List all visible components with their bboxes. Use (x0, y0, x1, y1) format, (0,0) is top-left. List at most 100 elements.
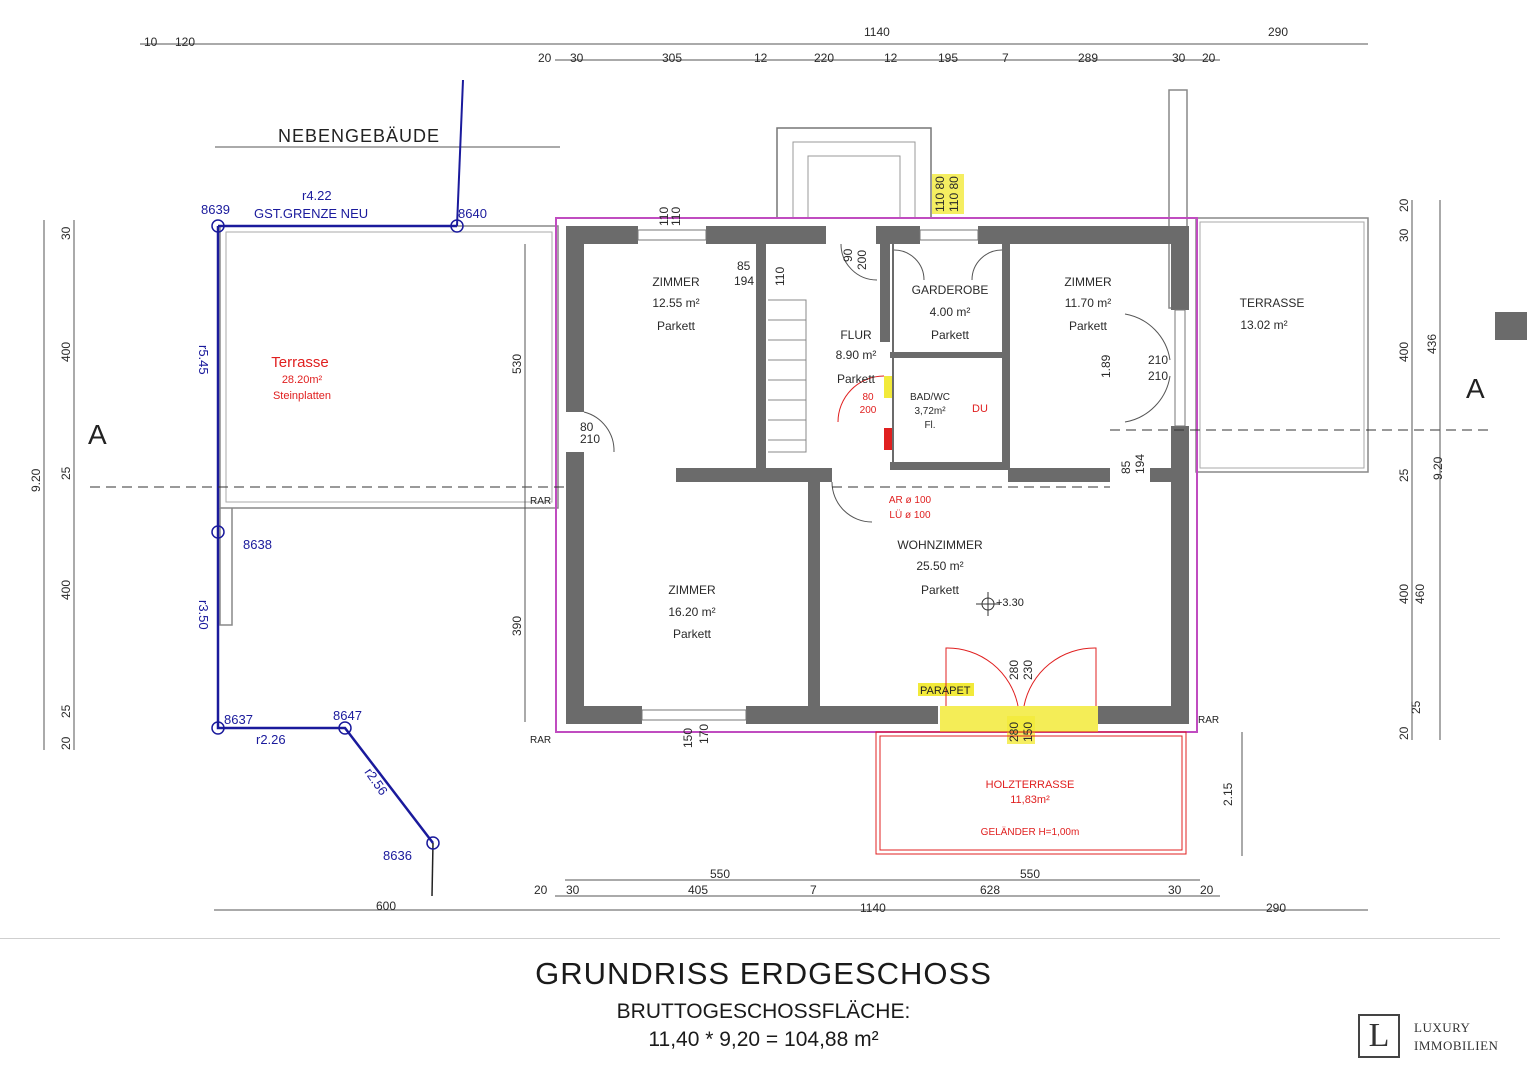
segment-r545: r5.45 (196, 345, 211, 375)
room-zimmer2-area: 11.70 m² (1065, 296, 1111, 310)
dim-150b: 150 (1021, 722, 1035, 742)
segment-r256: r2.56 (362, 765, 391, 798)
dim-bottom-600: 600 (376, 899, 396, 913)
dim-left-20: 20 (59, 736, 73, 750)
dim-top-12a: 12 (754, 51, 768, 65)
room-bad-area: 3,72m² (914, 406, 946, 417)
dim-110b: 110 (669, 207, 683, 226)
annotation-level: +3.30 (996, 597, 1024, 609)
point-8638: 8638 (243, 537, 272, 552)
dim-left-400a: 400 (59, 342, 73, 362)
room-bad-floor: Fl. (924, 420, 935, 431)
dim-top-30a: 30 (570, 51, 584, 65)
logo-mark: L (1358, 1014, 1400, 1058)
room-garderobe-area: 4.00 m² (930, 305, 971, 319)
dim-110a: 110 (657, 207, 671, 226)
terrace-east: TERRASSE 13.02 m² (1168, 89, 1369, 473)
room-zimmer3-area: 16.20 m² (668, 605, 715, 619)
dim-1080b: 110 80 (947, 176, 961, 212)
terrace-west-name: Terrasse (271, 354, 329, 371)
terrace-east-area: 13.02 m² (1240, 318, 1287, 332)
dim-210a: 210 (1148, 353, 1168, 367)
dim-right-25b: 25 (1409, 700, 1423, 714)
segment-r226: r2.26 (256, 732, 286, 747)
room-zimmer3-name: ZIMMER (668, 583, 716, 597)
dim-top-10: 10 (144, 35, 158, 49)
dim-90: 90 (841, 248, 855, 262)
annotation-lu: LÜ ø 100 (889, 509, 931, 521)
dim-left-920: 9.20 (29, 468, 43, 492)
annotation-door-210b: 210 (580, 432, 600, 446)
terrace-west: Terrasse 28.20m² Steinplatten (219, 225, 559, 626)
walls (566, 226, 1189, 724)
section-mark-right: A (1466, 373, 1485, 404)
dim-top-20b: 20 (1202, 51, 1216, 65)
dim-top-20a: 20 (538, 51, 552, 65)
misc-dimensions: 110 110 85 194 110 90 200 110 80 110 80 … (657, 176, 1243, 856)
room-labels: ZIMMER 12.55 m² Parkett FLUR 8.90 m² Par… (652, 275, 1112, 838)
dim-85b: 85 (1119, 460, 1133, 474)
dim-280: 280 (1007, 660, 1021, 680)
dim-bottom-7: 7 (810, 883, 817, 897)
parapet-highlight (884, 174, 1098, 744)
holzterrasse-area: 11,83m² (1010, 794, 1050, 806)
room-garderobe-name: GARDEROBE (912, 283, 989, 297)
dim-200: 200 (855, 250, 869, 270)
brand-logo: L LUXURY IMMOBILIEN (1358, 1014, 1508, 1062)
dim-left-30: 30 (59, 226, 73, 240)
room-flur-floor: Parkett (837, 372, 876, 386)
dim-left-25a: 25 (59, 466, 73, 480)
point-8647: 8647 (333, 708, 362, 723)
logo-text-line1: LUXURY (1414, 1020, 1471, 1035)
segment-r422: r4.22 (302, 188, 332, 203)
dim-top-289: 289 (1078, 51, 1098, 65)
section-line: A A (88, 373, 1488, 488)
dim-left-25b: 25 (59, 704, 73, 718)
point-8636: 8636 (383, 848, 412, 863)
dim-bottom-20b: 20 (1200, 883, 1214, 897)
annotation-du: DU (972, 403, 988, 415)
annotation-rar-2: RAR (530, 735, 551, 746)
dim-left-390: 390 (510, 616, 524, 636)
room-flur-area: 8.90 m² (836, 348, 877, 362)
outbuilding-label: NEBENGEBÄUDE (278, 126, 440, 146)
dim-210b: 210 (1148, 369, 1168, 383)
room-flur-name: FLUR (840, 328, 872, 342)
boundary-point-8637 (211, 721, 225, 735)
holzterrasse-railing: GELÄNDER H=1,00m (981, 826, 1080, 838)
dimension-chain-left: 30 400 25 400 25 20 9.20 530 390 (29, 220, 526, 750)
annotation-door-80b: 80 (580, 420, 594, 434)
room-garderobe-floor: Parkett (931, 328, 970, 342)
dim-280b: 280 (1007, 722, 1021, 742)
dim-bottom-1140: 1140 (860, 901, 886, 915)
entrance-canopy (776, 127, 932, 219)
dim-top-30b: 30 (1172, 51, 1186, 65)
annotations: DU AR ø 100 LÜ ø 100 PARAPET +3.30 RAR R… (530, 392, 1219, 746)
annotation-door-200: 200 (860, 405, 877, 416)
windows (637, 229, 1186, 721)
dim-bottom-405: 405 (688, 883, 708, 897)
red-door-swings (837, 375, 1187, 855)
holzterrasse-name: HOLZTERRASSE (986, 779, 1075, 791)
dim-right-25a: 25 (1397, 468, 1411, 482)
dim-right-460: 460 (1413, 584, 1427, 604)
boundary-label: GST.GRENZE NEU (254, 206, 368, 221)
room-wohnzimmer-floor: Parkett (921, 583, 960, 597)
dim-189: 1.89 (1099, 354, 1113, 378)
terrace-east-name: TERRASSE (1240, 296, 1305, 310)
boundary-point-8638 (211, 525, 225, 539)
dim-right-20a: 20 (1397, 198, 1411, 212)
room-bad-name: BAD/WC (910, 392, 950, 403)
dim-right-30: 30 (1397, 228, 1411, 242)
room-wohnzimmer-name: WOHNZIMMER (897, 538, 983, 552)
room-zimmer3-floor: Parkett (673, 627, 712, 641)
point-8637: 8637 (224, 712, 253, 727)
dim-right-920: 9.20 (1431, 456, 1445, 480)
dimension-chain-top: 10 120 1140 290 20 30 305 12 220 12 195 … (140, 25, 1368, 65)
dim-170: 170 (697, 724, 711, 744)
annotation-rar-3: RAR (1198, 715, 1219, 726)
annotation-ar: AR ø 100 (889, 495, 932, 506)
room-zimmer1-name: ZIMMER (652, 275, 700, 289)
dim-top-1140: 1140 (864, 25, 890, 39)
